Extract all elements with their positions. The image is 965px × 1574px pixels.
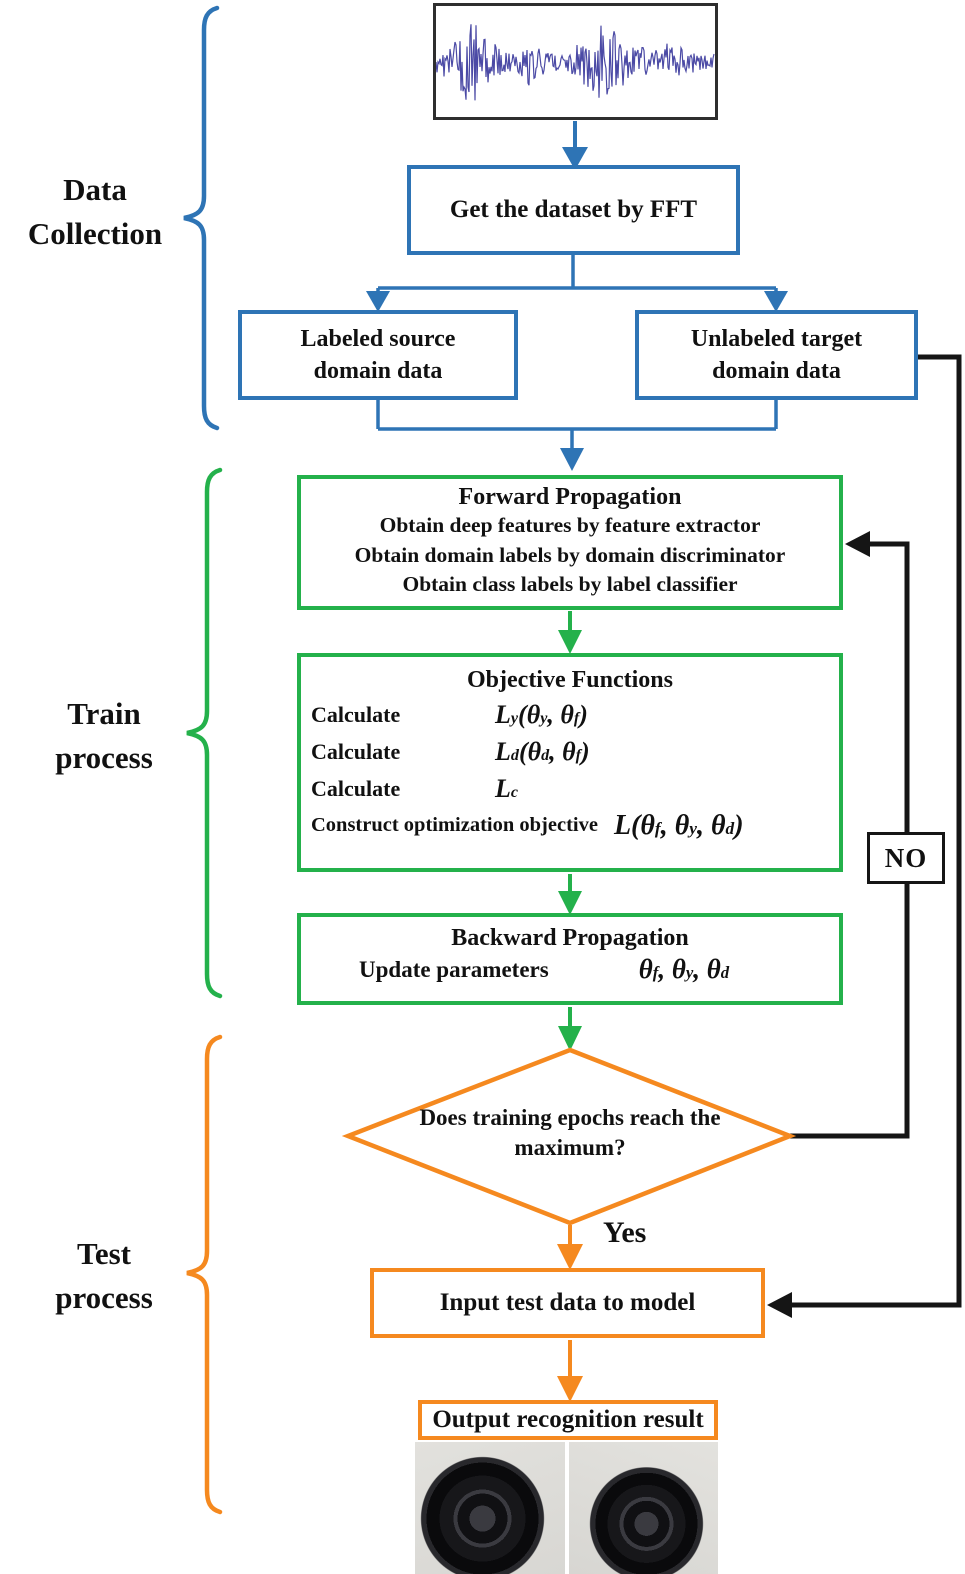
objective-row-label: Calculate	[311, 775, 401, 801]
objective-row-ld: Calculate Ld(θd, θf)	[301, 733, 839, 770]
objective-title: Objective Functions	[467, 667, 673, 693]
objective-row-construct: Construct optimization objective L(θf, θ…	[301, 807, 839, 844]
backward-row: Update parameters θf, θy, θd	[301, 954, 839, 985]
arrowhead-to-source	[366, 291, 390, 312]
forward-line-3: Obtain class labels by label classifier	[402, 572, 738, 597]
objective-row-formula: Lc	[495, 773, 519, 803]
forward-line-1: Obtain deep features by feature extracto…	[379, 513, 761, 537]
arrowhead-forward-to-objective	[558, 630, 582, 654]
objective-row-label: Calculate	[311, 738, 401, 764]
no-label-box: NO	[867, 832, 945, 884]
bearing-photo-right	[568, 1442, 718, 1574]
brace-train-process	[186, 467, 223, 999]
arrowhead-target-to-test	[767, 1292, 792, 1318]
backward-title: Backward Propagation	[451, 925, 689, 951]
node-input-test-data: Input test data to model	[370, 1268, 765, 1338]
section-label-data-collection: Data Collection	[27, 172, 163, 252]
forward-line-2: Obtain domain labels by domain discrimin…	[354, 542, 786, 567]
brace-data-collection	[183, 5, 220, 431]
node-unlabeled-target: Unlabeled target domain data	[635, 310, 918, 400]
arrowhead-objective-to-backward	[558, 891, 582, 915]
backward-row-label: Update parameters	[359, 956, 549, 982]
target-to-test-line	[792, 354, 962, 1308]
bearing-photo-left	[415, 1442, 565, 1574]
node-backward-propagation: Backward Propagation Update parameters θ…	[297, 913, 843, 1005]
backward-row-formula: θf, θy, θd	[638, 954, 730, 984]
arrowhead-backward-to-decision	[558, 1026, 582, 1051]
section-label-train-process: Train process	[55, 696, 153, 776]
arrowhead-to-target	[764, 291, 788, 312]
objective-row-formula: Ly(θy, θf)	[495, 699, 588, 729]
objective-row-formula: Ld(θd, θf)	[495, 736, 590, 766]
objective-row-formula: L(θf, θy, θd)	[613, 809, 744, 841]
arrowhead-input-to-output	[557, 1376, 583, 1402]
waveform-plot	[435, 24, 715, 101]
node-output-recognition: Output recognition result	[418, 1400, 718, 1440]
brace-test-process	[186, 1034, 223, 1515]
objective-row-ly: Calculate Ly(θy, θf)	[301, 696, 839, 733]
node-forward-propagation: Forward Propagation Obtain deep features…	[297, 475, 843, 610]
decision-diamond	[341, 1047, 797, 1226]
arrowhead-no-loop	[845, 531, 870, 557]
objective-row-lc: Calculate Lc	[301, 770, 839, 807]
arrowhead-to-forward	[560, 448, 584, 471]
objective-row-label: Calculate	[311, 701, 401, 727]
decision-label: Does training epochs reach the maximum?	[419, 1105, 721, 1161]
bearing-photos	[415, 1442, 718, 1574]
vibration-waveform	[433, 3, 718, 120]
split-connector	[376, 255, 778, 292]
arrowhead-signal-to-fft	[562, 147, 588, 170]
merge-connector	[376, 400, 778, 450]
yes-label: Yes	[603, 1216, 647, 1249]
node-get-dataset-fft: Get the dataset by FFT	[407, 165, 740, 255]
forward-title: Forward Propagation	[458, 484, 682, 510]
arrowhead-yes	[557, 1244, 583, 1270]
node-labeled-source: Labeled source domain data	[238, 310, 518, 400]
section-label-test-process: Test process	[55, 1236, 153, 1316]
node-objective-functions: Objective Functions Calculate Ly(θy, θf)…	[297, 653, 843, 872]
objective-row-label: Construct optimization objective	[311, 814, 598, 836]
